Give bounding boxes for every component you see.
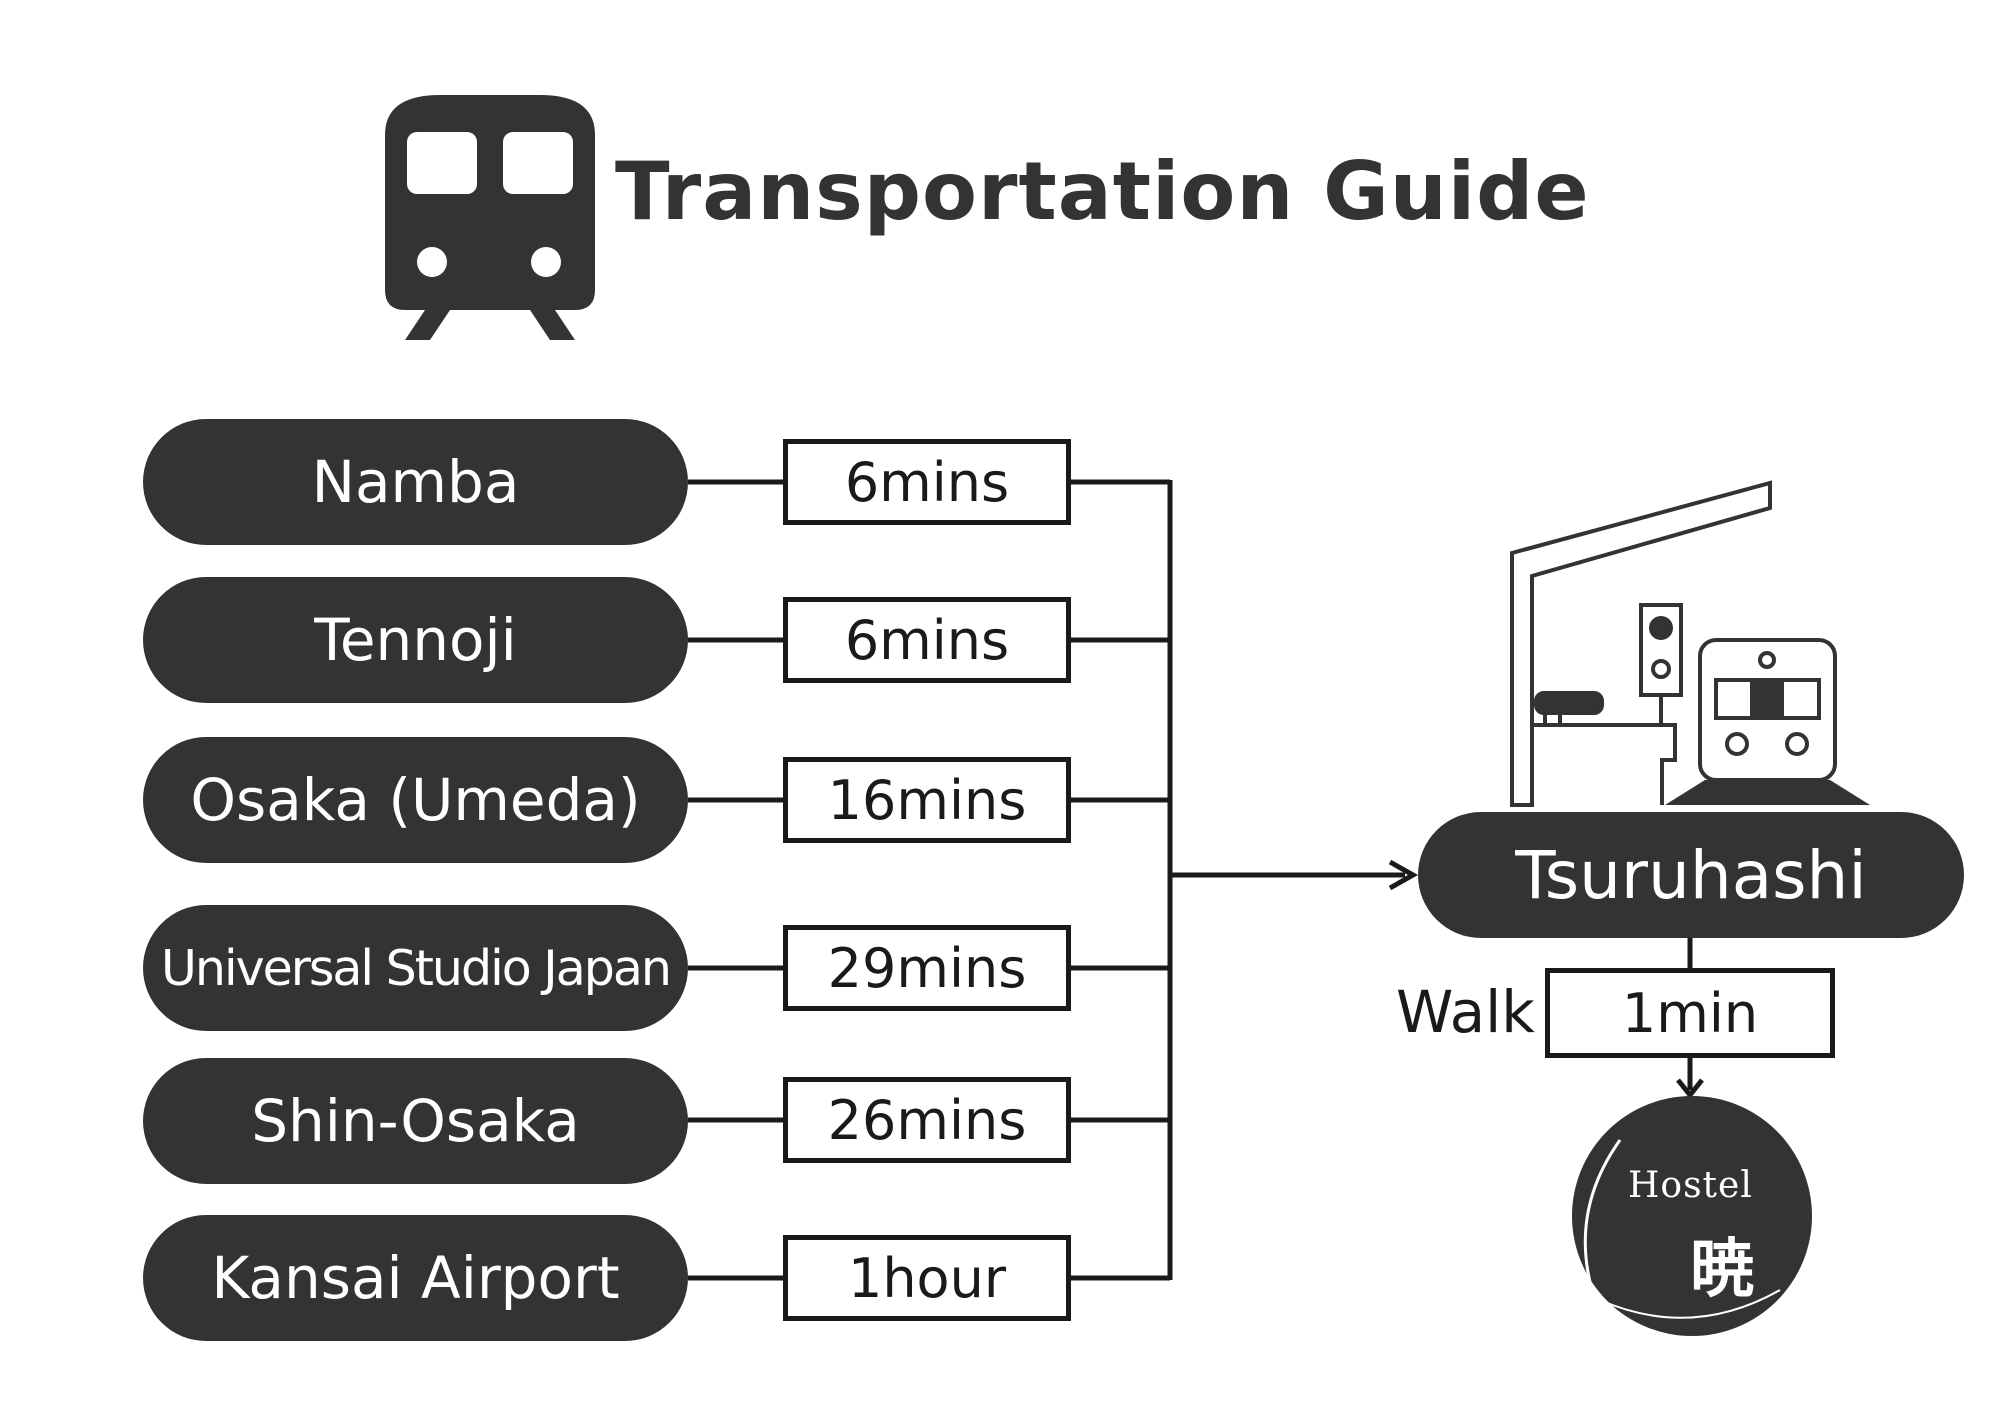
walk-time-box: 1min [1545,968,1835,1058]
train-icon [385,95,595,340]
hostel-logo [1572,1096,1812,1336]
page-title: Transportation Guide [615,145,1590,238]
time-box-universal-studio-japan: 29mins [783,925,1071,1011]
origin-pill-namba: Namba [143,419,688,545]
origin-pill-tennoji: Tennoji [143,577,688,703]
station-icon [1510,480,1870,807]
origin-pill-universal-studio-japan: Universal Studio Japan [143,905,688,1031]
time-box-namba: 6mins [783,439,1071,525]
origin-pill-kansai-airport: Kansai Airport [143,1215,688,1341]
hostel-name: Hostel [1628,1165,1753,1206]
origin-pill-shin-osaka: Shin-Osaka [143,1058,688,1184]
origin-pill-osaka-umeda: Osaka (Umeda) [143,737,688,863]
hostel-kanji: 暁 [1690,1232,1754,1307]
time-box-shin-osaka: 26mins [783,1077,1071,1163]
time-box-osaka-umeda: 16mins [783,757,1071,843]
connector-lines [688,479,1704,1281]
time-box-kansai-airport: 1hour [783,1235,1071,1321]
time-box-tennoji: 6mins [783,597,1071,683]
destination-pill: Tsuruhashi [1418,812,1964,938]
walk-label: Walk [1396,978,1535,1046]
